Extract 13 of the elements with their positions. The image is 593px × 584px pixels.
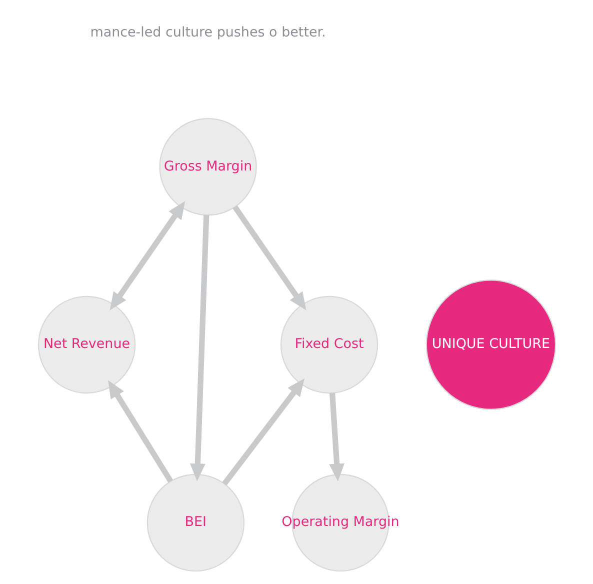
arrow xyxy=(108,380,172,483)
arrow xyxy=(189,215,209,482)
node-circle: Gross Margin xyxy=(158,118,256,216)
arrow xyxy=(232,205,306,310)
node-circle: Fixed Cost xyxy=(280,296,378,394)
node-circle: BEI xyxy=(146,474,244,572)
arrow xyxy=(222,378,304,486)
arrow xyxy=(109,201,185,310)
node-label: Operating Margin xyxy=(281,514,399,530)
node-circle: UNIQUE CULTURE xyxy=(425,280,556,410)
arrow xyxy=(328,392,344,482)
node-circle: Net Revenue xyxy=(37,296,136,394)
label: mance-led culture pushes o better. xyxy=(90,24,326,41)
